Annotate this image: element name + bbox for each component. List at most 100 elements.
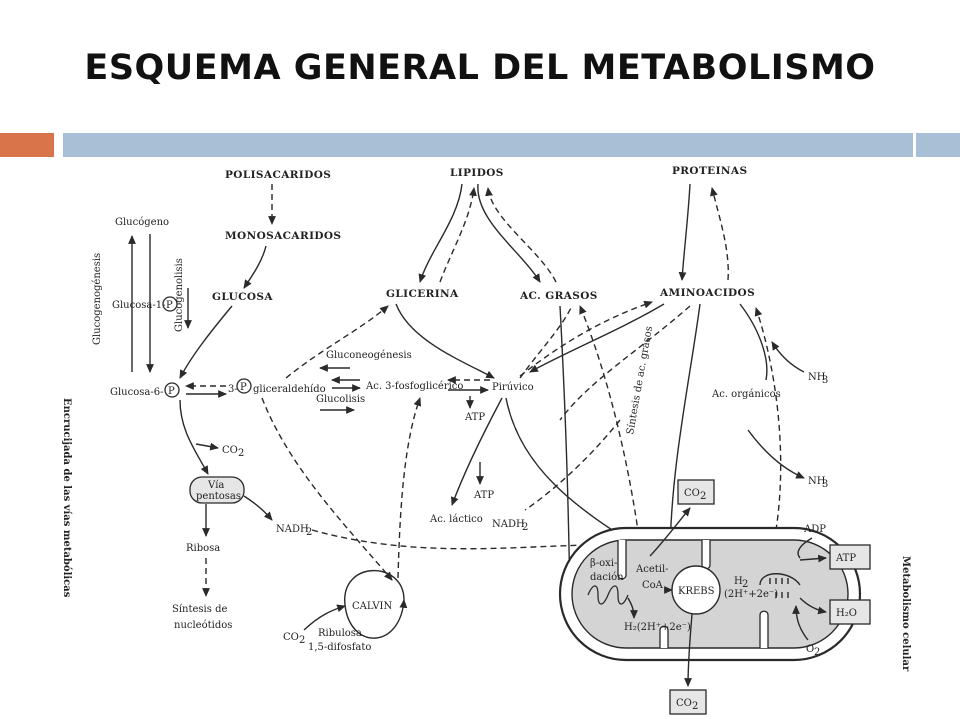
edge-krebs-co2 [684,613,693,687]
edge-aminoacidos-lipidos [559,305,691,421]
label-h2-eq-1: (2H⁺+2e⁻) [724,589,778,600]
edge-sintesis-acgrasos [579,305,641,546]
edge-etc-h2o [799,597,827,615]
edge-aminoacidos-acorg [739,303,768,381]
edge-adp-atp [797,537,813,559]
label-lipidos: LIPIDOS [450,167,504,179]
mito-crista-2 [701,540,711,570]
label-atp-2: ATP [473,490,494,501]
label-gliceraldehido: gliceraldehído [253,384,326,395]
label-beta-oxi-1: β-oxi- [590,558,617,569]
edge-nh3-out [747,429,805,479]
label-adp: ADP [803,524,826,535]
edge-aminoacidos-krebs [669,303,701,561]
label-atp-1: ATP [464,412,485,423]
label-ac-lactico: Ac. láctico [429,514,483,525]
label-o2-sub: 2 [814,647,820,658]
edge-o2-in [792,605,809,641]
edge-acgrasos-betaoxi [559,305,571,601]
page-title: ESQUEMA GENERAL DEL METABOLISMO [84,48,876,88]
label-glucolisis: Glucolisis [316,394,365,405]
label-nadh-1-sub: 2 [306,527,312,538]
label-ac-fosfoglicerico: Ac. 3-fosfoglicérico [365,381,463,392]
edge-acorg-aminoacidos [754,307,782,561]
label-h2-1: H [734,576,743,587]
mito-crista-4 [659,625,669,648]
edge-nadh-mito [311,529,601,550]
label-glucogenolisis: Glucogenolisis [174,258,185,332]
label-co2-1: CO [222,445,238,456]
label-sintesis-nucleotidos-1: Síntesis de [172,604,227,615]
edge-co2-calvin [303,604,346,631]
label-glucogenogenesis: Glucogenogénesis [92,253,103,345]
label-nadh-2-sub: 2 [522,522,528,533]
label-ac-organicos: Ac. orgánicos [711,389,781,400]
label-encrucijada: Encrucijada de las vías metabólicas [61,398,72,598]
electron-chain-arrows [769,578,789,598]
node-via-pentosas [189,476,245,504]
label-proteinas: PROTEINAS [672,165,747,177]
box-co2-bottom [669,689,707,715]
edge-nh3-in [771,341,805,373]
label-monosacaridos: MONOSACARIDOS [225,230,341,242]
label-piruvico: Pirúvico [492,382,534,393]
phosphate-icon-3 [236,378,252,394]
edge-acetil-co2 [649,507,691,557]
label-beta-oxi-2: dación [590,572,624,583]
edge-glucosa-glucosa6p [179,305,233,379]
edge-glicerina-piruvico [395,303,495,379]
edge-calvin-fosfoglic [397,397,422,579]
label-co2-calvin-sub: 2 [299,635,305,646]
accent-bar-blue-right [916,133,960,157]
label-co2-top-sub: 2 [700,491,706,502]
label-nadh-2: NADH [492,519,525,530]
label-atp-box: ATP [835,553,856,564]
phosphate-label-2: P [168,386,175,397]
edge-piruvico-acgrasos [519,305,573,379]
label-co2-top: CO [684,488,700,499]
label-sintesis-nucleotidos-2: nucleótidos [174,620,232,631]
label-ac-grasos: AC. GRASOS [519,290,598,302]
box-h2o [829,599,871,625]
edge-co2-out [195,442,219,451]
label-o2: O [806,644,814,655]
edge-monosacaridos-glucosa [243,245,267,289]
mito-crista-1 [617,540,627,580]
edge-gliceraldehido-glicerina [285,305,389,379]
label-metabolismo-celular: Metabolismo celular [900,556,911,672]
accent-bar-orange [0,133,54,157]
label-acetil-1: Acetil- [635,564,669,575]
label-gluconeogenesis: Gluconeogénesis [326,350,412,361]
label-polisacaridos: POLISACARIDOS [225,169,331,181]
edge-lipidos-glicerina [418,183,463,283]
label-co2-bottom-sub: 2 [692,701,698,712]
label-nh3-2: NH [808,476,826,487]
label-ribosa: Ribosa [186,543,220,554]
edge-lipid-nadh [524,419,621,511]
beta-oxidation-coil [587,585,629,605]
edge-pentosas-nadh [243,495,273,521]
label-glucosa1p: Glucosa-1- [112,300,165,311]
label-calvin: CALVIN [352,601,392,612]
edge-aminoacidos-proteinas [710,187,729,281]
label-glicerina: GLICERINA [386,288,459,300]
phosphate-label: P [166,300,173,311]
label-h2-eq-2: H₂(2H⁺+2e⁻) [624,622,691,633]
label-co2-calvin: CO [283,632,299,643]
label-nh3-1-sub: 3 [822,375,828,386]
edge-etc-atp [799,554,827,563]
box-atp [829,544,871,570]
label-nh3-1: NH [808,372,826,383]
edge-lipidos-acgrasos [477,183,541,283]
edge-acgrasos-lipidos [485,187,557,283]
label-nadh-1: NADH [276,524,309,535]
edge-glicerina-lipidos [439,187,477,283]
label-glucogeno: Glucógeno [115,217,169,228]
label-co2-1-sub: 2 [238,448,244,459]
box-co2-top [677,479,715,505]
phosphate-icon [162,296,178,312]
label-h2o-box: H₂O [836,608,857,619]
label-via-pentosas-2: pentosas [196,491,241,502]
label-nh3-2-sub: 3 [822,479,828,490]
